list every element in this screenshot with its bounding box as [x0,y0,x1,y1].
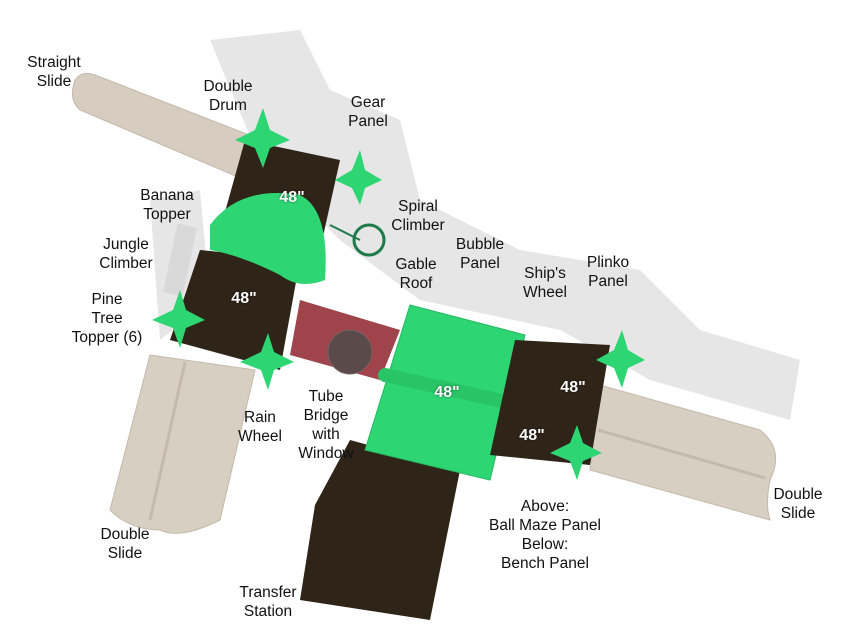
label-line: Wheel [523,284,567,301]
label-line: Panel [588,273,628,290]
label-line: Panel [348,113,388,130]
label-line: Double [203,78,253,95]
label-line: Ship's [524,265,566,282]
deck-height-label: 48" [279,189,305,206]
right-deck [490,340,610,465]
label-line: Rain [244,409,276,426]
label-line: Climber [391,217,445,234]
double-slide-left [109,354,256,534]
deck-height-label: 48" [519,427,545,444]
deck-height-label: 48" [434,384,460,401]
label-line: Roof [399,275,433,292]
label-line: Double [100,526,150,543]
pine-tree-toppers [152,108,645,480]
label-line: Ball Maze Panel [488,517,602,534]
label-line: Slide [780,505,816,522]
label-line: Below: [521,536,569,553]
deck-height-label: 48" [231,290,257,307]
label-line: Bench Panel [501,555,589,572]
label-line: Topper [143,206,191,223]
spiral-climber-shape [352,223,386,257]
label-line: Climber [99,255,153,272]
label-line: Transfer [239,584,297,601]
label-line: Tube [308,388,344,405]
deck-height-label: 48" [560,379,586,396]
label-line: Pine [91,291,123,308]
label-line: Panel [460,255,500,272]
label-line: Straight [27,54,81,71]
label-line: Tree [91,310,123,327]
label-line: Station [243,603,293,620]
label-line: Spiral [398,198,438,215]
label-line: Gear [350,94,386,111]
label-line: Above: [520,498,570,515]
label-line: Plinko [586,254,630,271]
label-line: Bubble [455,236,505,253]
double-slide-right [589,384,777,521]
label-line: Slide [107,545,143,562]
label-line: Double [773,486,823,503]
label-line: Window [298,445,354,462]
label-line: Drum [209,97,247,114]
transfer-station-shape [300,440,460,620]
label-line: Banana [140,187,194,204]
label-line: with [312,426,340,443]
label-line: Wheel [238,428,282,445]
label-line: Jungle [103,236,149,253]
label-line: Gable [395,256,437,273]
label-line: Bridge [303,407,349,424]
label-line: Topper (6) [71,329,143,346]
banana-topper-shape [210,193,326,284]
label-line: Slide [36,73,72,90]
